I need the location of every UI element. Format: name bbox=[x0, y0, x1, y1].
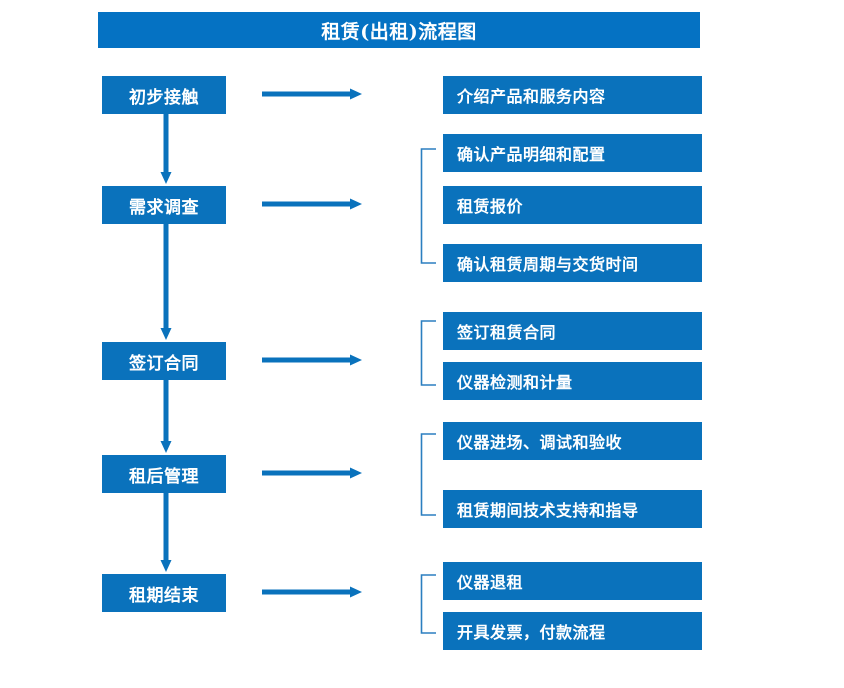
branch-arrow-right-4 bbox=[262, 467, 362, 479]
group-bracket-3 bbox=[420, 320, 436, 386]
stage-box-初步接触[interactable]: 初步接触 bbox=[102, 76, 226, 114]
detail-box-仪器退租[interactable]: 仪器退租 bbox=[443, 562, 702, 600]
stage-box-租后管理[interactable]: 租后管理 bbox=[102, 455, 226, 493]
branch-arrow-right-1 bbox=[262, 88, 362, 100]
diagram-title: 租赁(出租)流程图 bbox=[98, 12, 700, 48]
detail-box-签订租赁合同[interactable]: 签订租赁合同 bbox=[443, 312, 702, 350]
branch-arrow-right-3 bbox=[262, 354, 362, 366]
flow-arrow-down-3 bbox=[160, 380, 172, 453]
flow-arrow-down-2 bbox=[160, 224, 172, 340]
detail-box-仪器进场调试和验收[interactable]: 仪器进场、调试和验收 bbox=[443, 422, 702, 460]
detail-box-仪器检测和计量[interactable]: 仪器检测和计量 bbox=[443, 362, 702, 400]
detail-box-租赁期间技术支持和指导[interactable]: 租赁期间技术支持和指导 bbox=[443, 490, 702, 528]
stage-box-租期结束[interactable]: 租期结束 bbox=[102, 574, 226, 612]
stage-box-需求调查[interactable]: 需求调查 bbox=[102, 186, 226, 224]
branch-arrow-right-2 bbox=[262, 198, 362, 210]
detail-box-确认产品明细和配置[interactable]: 确认产品明细和配置 bbox=[443, 134, 702, 172]
detail-box-开具发票付款流程[interactable]: 开具发票，付款流程 bbox=[443, 612, 702, 650]
detail-box-租赁报价[interactable]: 租赁报价 bbox=[443, 186, 702, 224]
group-bracket-5 bbox=[420, 574, 436, 634]
flow-arrow-down-4 bbox=[160, 493, 172, 572]
detail-box-介绍产品和服务内容[interactable]: 介绍产品和服务内容 bbox=[443, 76, 702, 114]
group-bracket-4 bbox=[420, 433, 436, 516]
group-bracket-2 bbox=[420, 148, 436, 264]
branch-arrow-right-5 bbox=[262, 586, 362, 598]
flow-arrow-down-1 bbox=[160, 114, 172, 184]
detail-box-确认租赁周期与交货时间[interactable]: 确认租赁周期与交货时间 bbox=[443, 244, 702, 282]
stage-box-签订合同[interactable]: 签订合同 bbox=[102, 342, 226, 380]
